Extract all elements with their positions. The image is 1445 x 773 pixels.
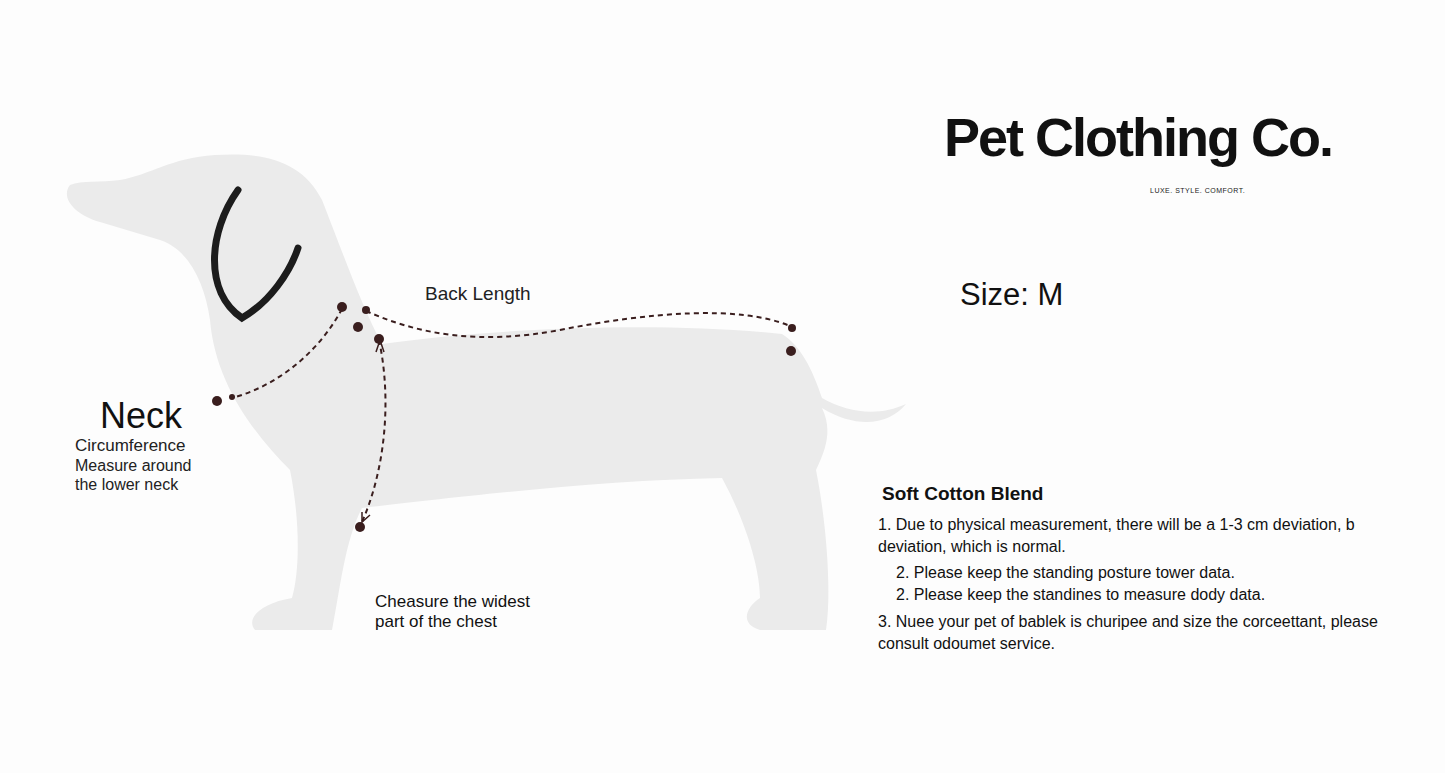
chest-measure-line (362, 340, 385, 522)
fabric-heading: Soft Cotton Blend (882, 482, 1043, 506)
neck-measure-line (232, 309, 342, 398)
measure-dot (229, 394, 235, 400)
measure-dot (337, 302, 347, 312)
measure-dot (355, 522, 365, 532)
measure-dot (786, 346, 796, 356)
measure-dot (374, 334, 384, 344)
measure-label: Neck (100, 393, 182, 438)
measure-dot (362, 306, 370, 314)
back-measure-line (366, 311, 790, 337)
note-text: 3. Nuee your pet of bablek is churipee a… (878, 611, 1388, 656)
dog-ear (215, 190, 299, 318)
note-text: 2. Please keep the standing posture towe… (896, 563, 1416, 583)
measure-label: Cheasure the widest part of the chest (375, 592, 550, 631)
tagline: LUXE. STYLE. COMFORT. (1150, 187, 1245, 196)
size-label: Size: M (960, 276, 1063, 315)
dog-silhouette (67, 154, 906, 630)
note-text: 2. Please keep the standines to measure … (896, 585, 1416, 605)
measure-dot (212, 396, 222, 406)
measure-label: Circumference (75, 435, 186, 456)
brand-title: Pet Clothing Co. (944, 104, 1332, 172)
measure-label: Back Length (425, 282, 531, 306)
note-text: 1. Due to physical measurement, there wi… (878, 514, 1408, 559)
measure-dot (788, 324, 796, 332)
measure-note: Measure around the lower neck (75, 456, 215, 494)
arrow-head (362, 512, 370, 522)
measure-dot (353, 322, 363, 332)
